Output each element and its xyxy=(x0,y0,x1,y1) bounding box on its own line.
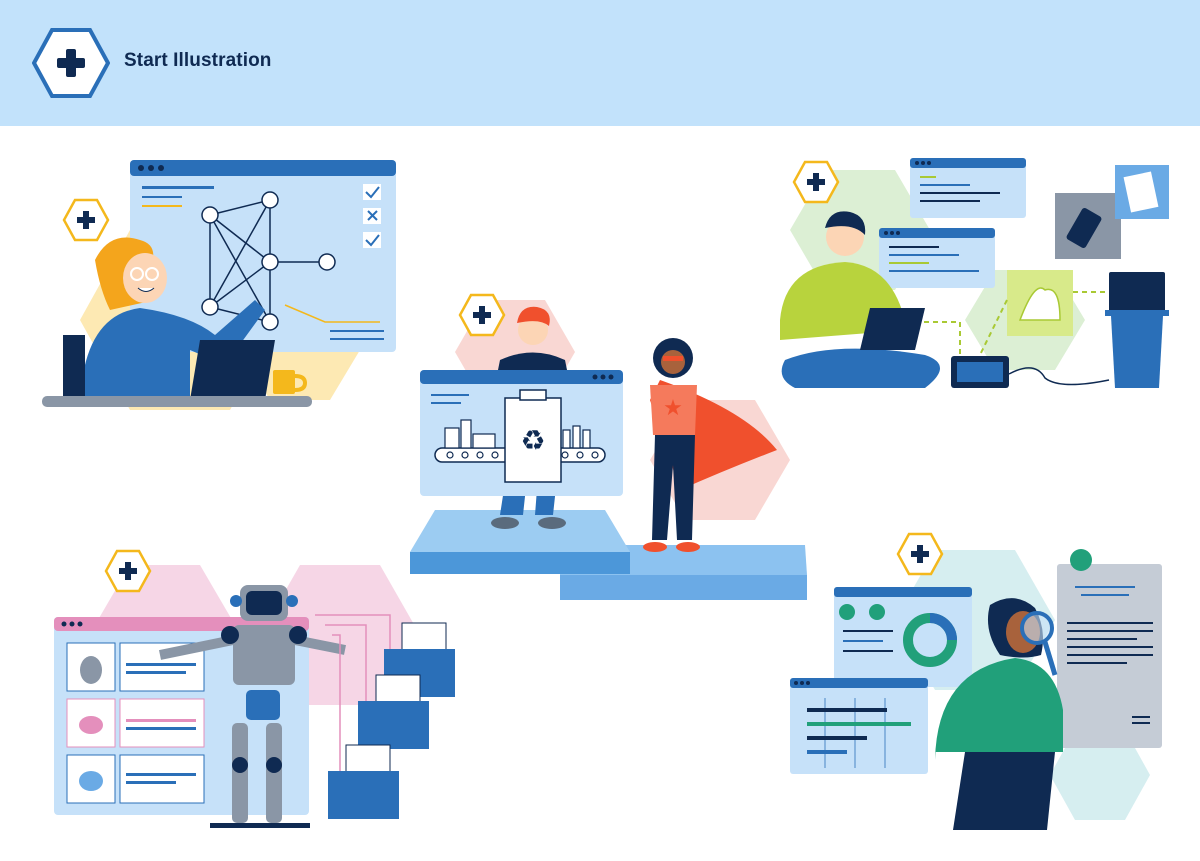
notepad-icon xyxy=(1115,165,1169,219)
avatar xyxy=(869,604,885,620)
robot-figure xyxy=(158,585,346,828)
list-item xyxy=(66,754,205,804)
document-page xyxy=(1057,549,1162,748)
scene-document-review xyxy=(785,530,1175,840)
gantt-window xyxy=(790,678,928,774)
analytics-window xyxy=(834,587,972,687)
bird-owl-icon xyxy=(80,656,102,684)
header-bar: Start Illustration xyxy=(0,0,1200,126)
profile-icon xyxy=(1070,549,1092,571)
star-icon: ★ xyxy=(663,396,683,421)
tablet-device-icon xyxy=(951,356,1009,388)
magnifier-icon xyxy=(1020,611,1058,676)
platform-steps xyxy=(410,510,807,600)
analyst-person xyxy=(63,237,265,400)
scene-network-analyst xyxy=(40,150,400,450)
sitting-man-person xyxy=(780,211,940,388)
recycling-conveyor-window: ♻ xyxy=(420,370,623,496)
plus-icon[interactable] xyxy=(792,160,840,204)
walkie-talkie-icon xyxy=(1055,193,1121,259)
list-item xyxy=(66,698,205,748)
reviewer-person xyxy=(935,598,1063,830)
laptop-icon xyxy=(860,308,925,350)
plus-icon[interactable] xyxy=(896,532,944,576)
bird-cardinal-icon xyxy=(79,716,103,734)
folder-icon xyxy=(358,674,429,749)
scene-bird-classification-robot xyxy=(50,545,470,840)
plus-icon[interactable] xyxy=(458,293,506,337)
avatar xyxy=(839,604,855,620)
list-item xyxy=(66,642,205,692)
code-window-middle xyxy=(879,228,995,288)
start-illustration-button[interactable] xyxy=(31,27,111,99)
start-illustration-label: Start Illustration xyxy=(124,50,272,71)
bird-bluejay-icon xyxy=(79,771,103,791)
girl-hero-person: ★ xyxy=(643,338,777,552)
banana-peel-icon xyxy=(1007,270,1073,336)
scene-recycling-team: ♻ ★ xyxy=(405,290,810,605)
scene-waste-sorting xyxy=(775,150,1175,400)
recycle-icon: ♻ xyxy=(520,424,545,457)
trash-bin-icon xyxy=(1105,272,1169,388)
folder-icon xyxy=(328,744,399,819)
network-diagram-window xyxy=(130,160,396,352)
checklist-icons xyxy=(363,184,381,248)
laptop-icon xyxy=(42,340,312,407)
code-window-top xyxy=(910,158,1026,218)
plus-icon[interactable] xyxy=(62,198,110,242)
coffee-mug-icon xyxy=(273,370,308,394)
plus-icon[interactable] xyxy=(104,549,152,593)
plus-icon xyxy=(31,28,111,98)
